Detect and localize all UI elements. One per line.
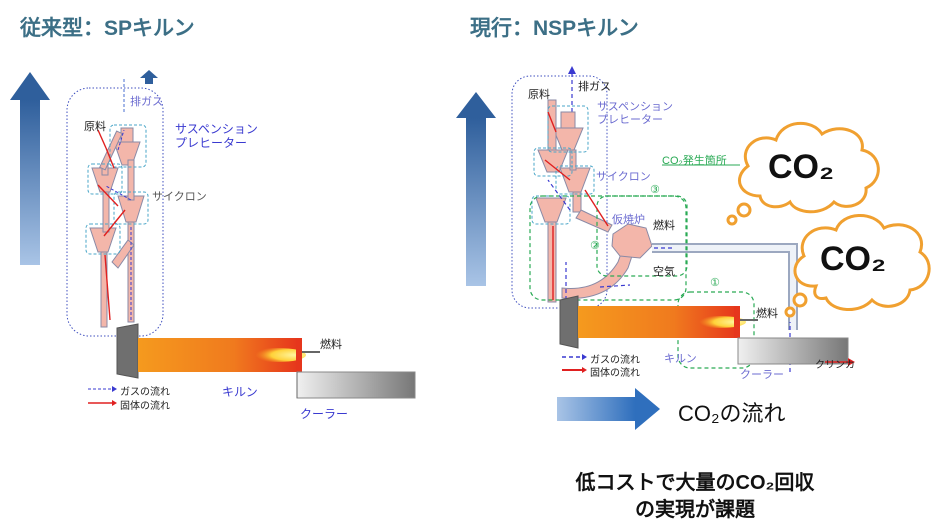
left-exhaust-label: 排ガス	[130, 96, 163, 108]
right-calciner	[611, 223, 653, 259]
right-calciner-label: 仮焼炉	[612, 214, 645, 226]
right-calciner-fuel-label: 燃料	[653, 220, 675, 232]
left-cyclone-label: サイクロン	[152, 191, 207, 203]
right-solid-flow	[544, 111, 609, 300]
right-kiln-label: キルン	[664, 353, 697, 365]
co2-flow-label: CO₂の流れ	[678, 401, 786, 426]
right-kiln-inlet	[559, 295, 579, 349]
right-num1: ①	[710, 277, 720, 289]
left-kiln-label: キルン	[222, 385, 258, 399]
cloud-1-text: CO₂	[768, 148, 835, 186]
right-num2: ②	[590, 240, 600, 252]
left-cooler-label: クーラー	[300, 407, 349, 421]
right-exhaust-label: 排ガス	[578, 81, 611, 93]
cloud-2-text: CO₂	[820, 240, 887, 278]
cloud-2	[784, 214, 931, 318]
left-boundary	[66, 87, 164, 337]
right-preheater	[535, 99, 591, 303]
right-solid-legend: 固体の流れ	[590, 368, 640, 379]
right-boundary	[511, 75, 608, 309]
right-cooler	[737, 337, 849, 365]
left-up-arrow	[10, 72, 50, 265]
cloud-1	[726, 121, 880, 226]
right-up-arrow	[456, 92, 496, 286]
right-kiln-fuel-label: 燃料	[756, 308, 778, 320]
left-title: 従来型：SPキルン	[20, 17, 195, 40]
left-cyclone-boxes	[85, 124, 149, 255]
left-exhaust-icon	[140, 70, 158, 84]
right-cooler-label: クーラー	[740, 369, 784, 381]
right-num3: ③	[650, 184, 660, 196]
left-preheater	[89, 127, 145, 328]
left-kiln-inlet	[116, 323, 139, 379]
left-cooler	[296, 371, 416, 399]
left-solid-flow	[97, 129, 126, 321]
right-air-label: 空気	[653, 266, 675, 278]
right-co2-source-label: CO₂発生箇所	[662, 155, 727, 167]
right-gas-legend: ガスの流れ	[590, 355, 640, 366]
right-preheater-label: サスペンション プレヒーター	[597, 101, 674, 126]
left-solid-legend: 固体の流れ	[120, 401, 170, 412]
right-raw-label: 原料	[528, 89, 550, 101]
bottom-message: 低コストで大量のCO₂回収 の実現が課題	[575, 472, 815, 521]
right-title: 現行：NSPキルン	[470, 17, 639, 40]
left-preheater-label: サスペンション プレヒーター	[175, 122, 258, 150]
right-clinker-label: クリンカ	[815, 360, 855, 371]
left-fuel-label: 燃料	[320, 339, 342, 351]
left-gas-flow	[105, 129, 132, 320]
right-cyclone-label: サイクロン	[596, 171, 651, 183]
left-raw-label: 原料	[84, 121, 106, 133]
left-gas-legend: ガスの流れ	[120, 387, 170, 398]
co2-flow-arrow	[557, 388, 660, 430]
